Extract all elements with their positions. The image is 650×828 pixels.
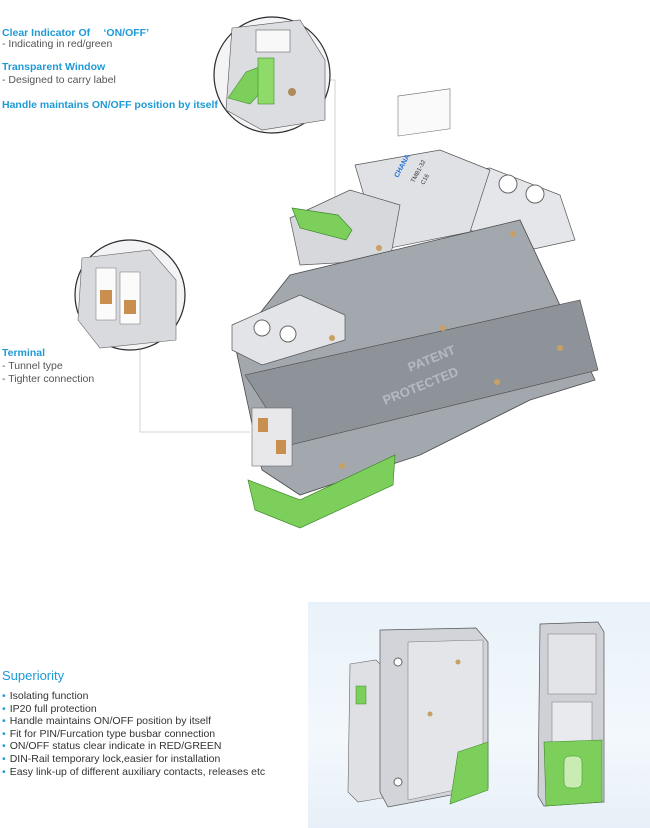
list-item: ON/OFF status clear indicate in RED/GREE… [2,740,265,753]
window-detail: - Designed to carry label [2,74,116,86]
product-photo-panel [308,602,650,828]
breaker-body: CHANA TMB1-32 C16 PATENT PROTECTED [231,88,599,529]
window-heading: Transparent Window [2,61,106,73]
breaker-back-view [537,621,605,807]
breaker-front-view [347,627,489,808]
list-item: Easy link-up of different auxiliary cont… [2,766,265,779]
superiority-title: Superiority [2,668,65,683]
list-item: DIN-Rail temporary lock,easier for insta… [2,753,265,766]
terminal-detail-2: - Tighter connection [2,373,95,385]
terminal-heading: Terminal [2,347,45,359]
list-item: IP20 full protection [2,703,265,716]
indicator-heading: Clear Indicator Of ‘ON/OFF’ [2,27,150,39]
din-rail-clip [247,454,396,529]
list-item: Fit for PIN/Furcation type busbar connec… [2,728,265,741]
indicator-zoom-circle [213,16,331,134]
terminal-leader-line [139,345,250,433]
terminal-zoom-circle [74,239,186,351]
breaker-side-views [347,621,605,808]
terminal-detail-1: - Tunnel type [2,360,63,372]
list-item: Isolating function [2,690,265,703]
handle-heading: Handle maintains ON/OFF position by itse… [2,99,218,111]
list-item: Handle maintains ON/OFF position by itse… [2,715,265,728]
superiority-list: Isolating function IP20 full protection … [2,690,265,778]
indicator-detail: - Indicating in red/green [2,38,113,50]
breaker-illustration: CHANA TMB1-32 C16 PATENT PROTECTED [74,16,599,529]
green-handle [291,207,353,241]
rating-label: C16 [420,173,431,186]
